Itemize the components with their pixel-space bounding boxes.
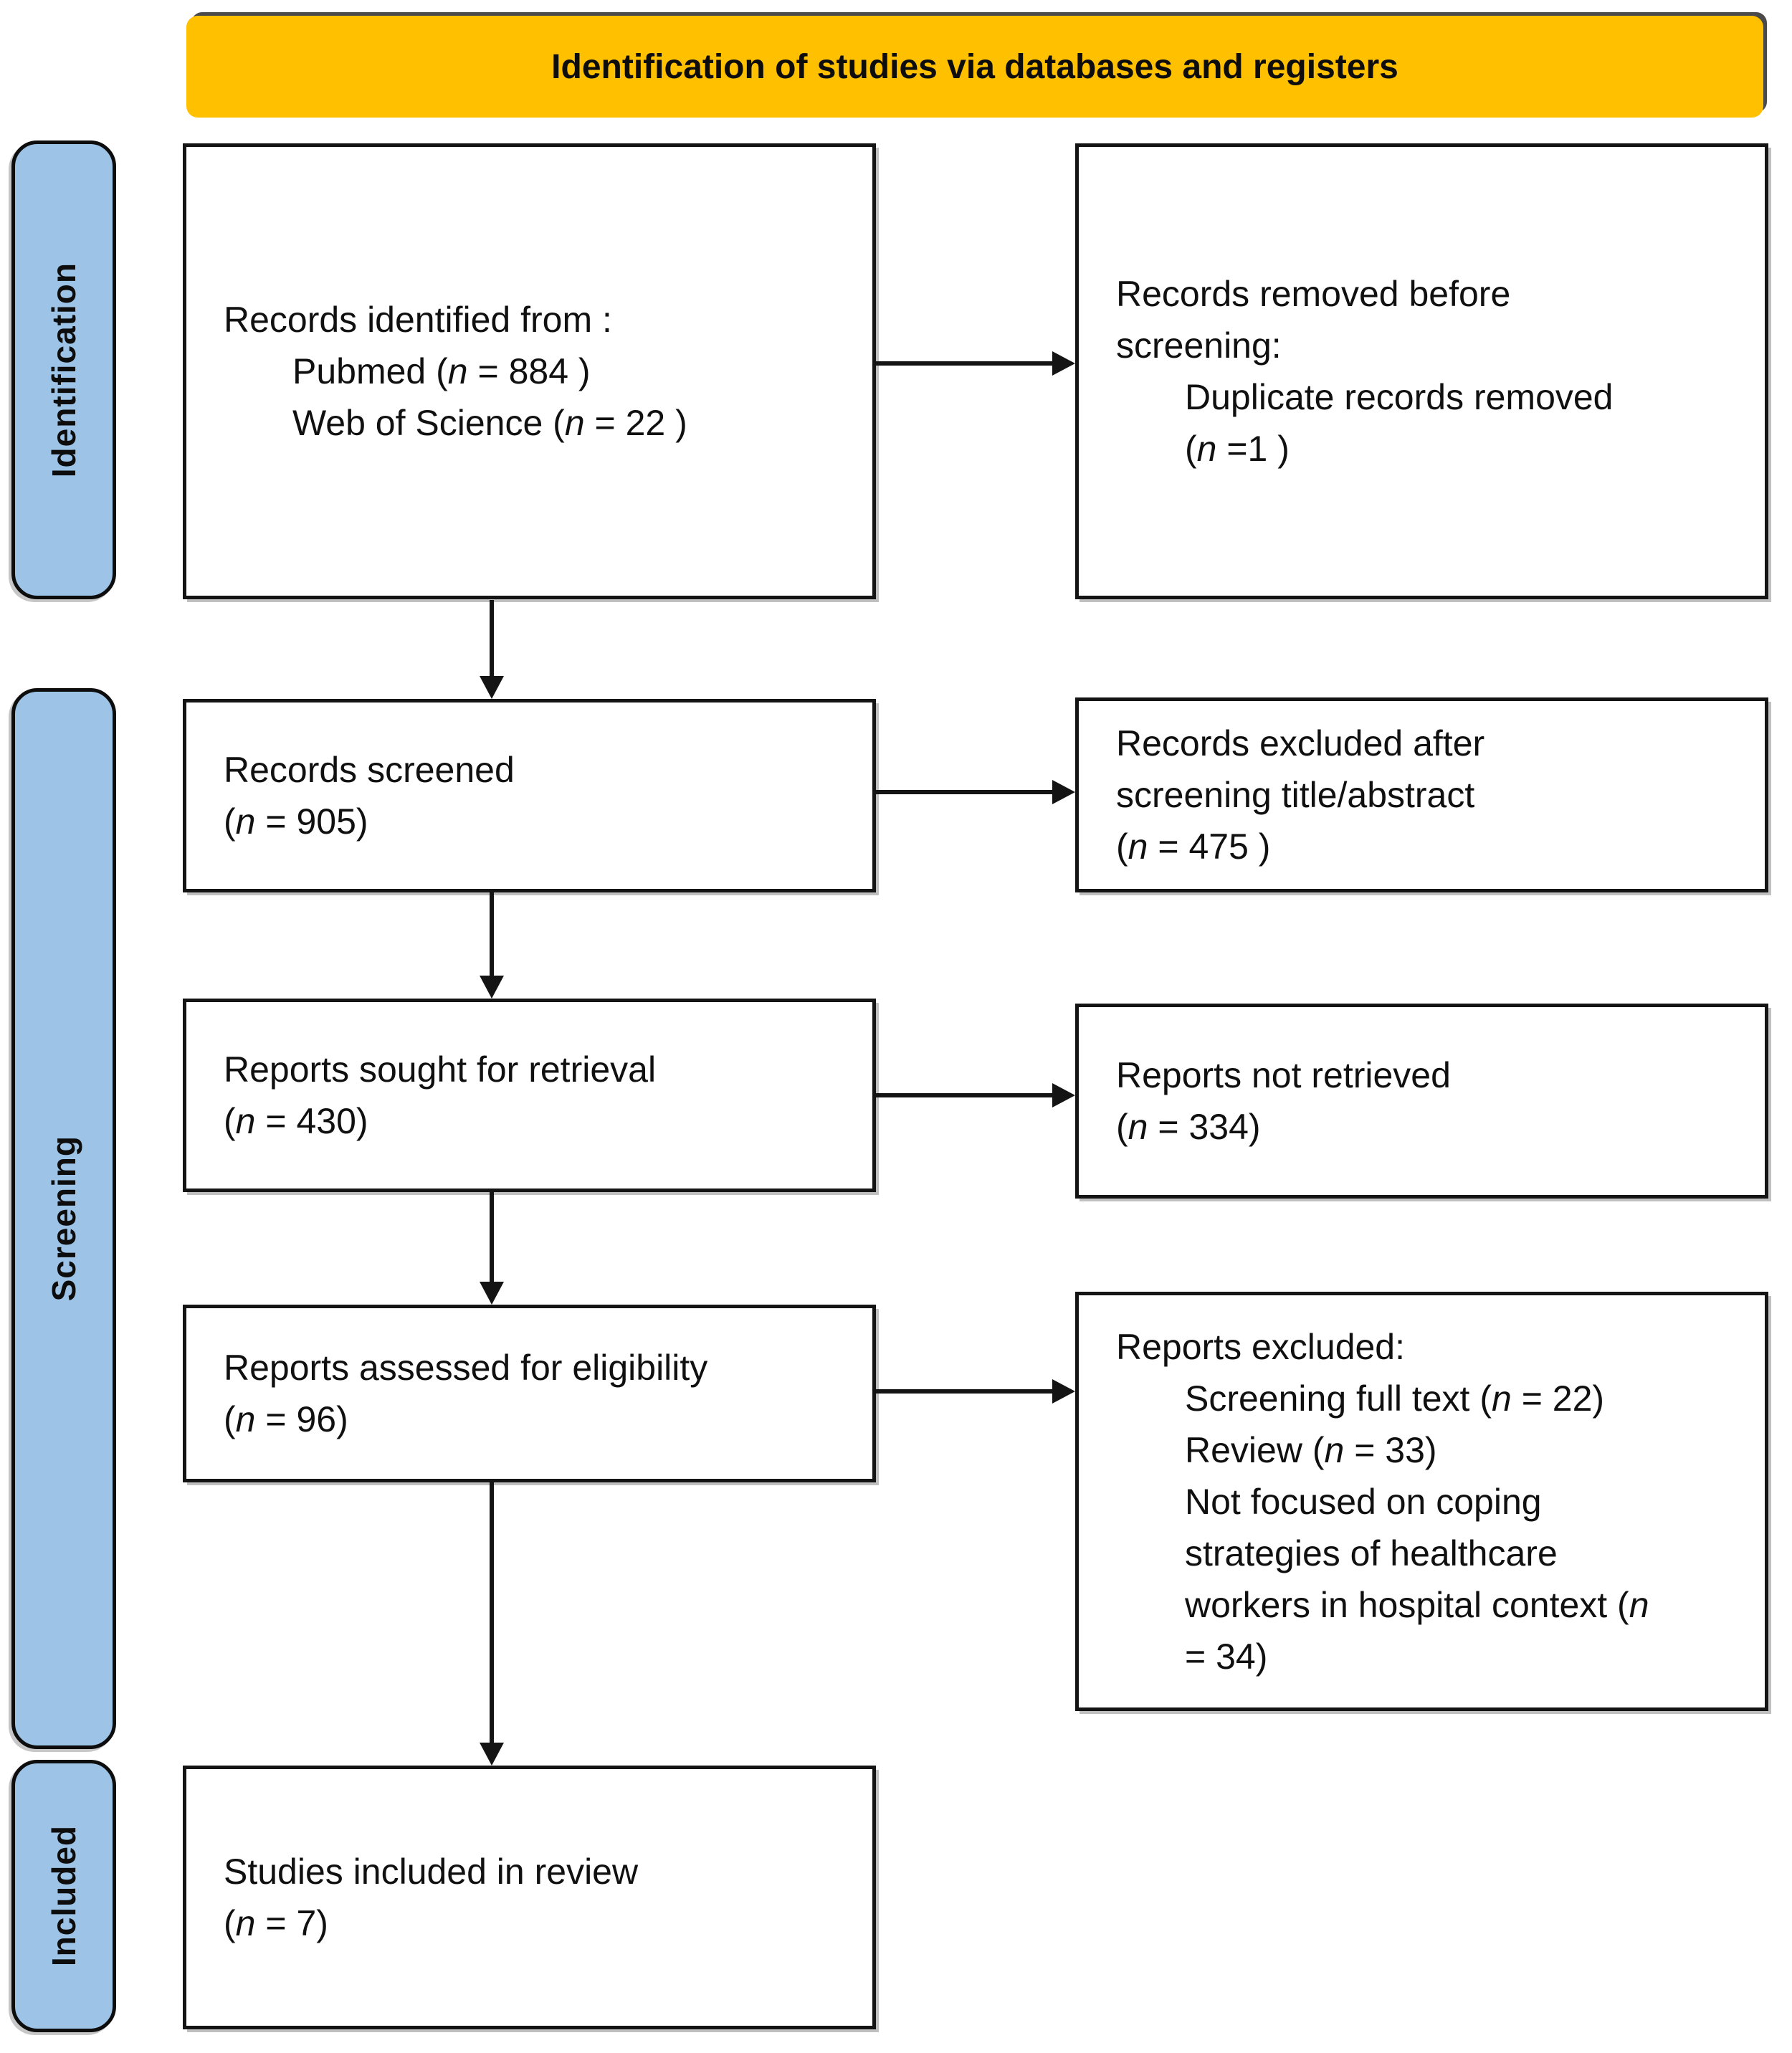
arrow-head-icon <box>480 676 504 699</box>
title-banner: Identification of studies via databases … <box>186 16 1763 118</box>
box-records-removed: Records removed before screening: Duplicat… <box>1075 143 1768 599</box>
stage-label-screening: Screening <box>11 688 116 1749</box>
box-line: screening title/abstract <box>1116 775 1475 815</box>
arrow-head-icon <box>1052 1083 1075 1108</box>
box-line: Records screened <box>224 750 515 790</box>
arrow-shaft <box>876 1389 1055 1394</box>
box-line: Studies included in review <box>224 1852 639 1892</box>
box-line: Pubmed (n = 884 ) <box>292 351 591 391</box>
box-line: (n = 96) <box>224 1399 348 1439</box>
arrow-head-icon <box>1052 351 1075 376</box>
box-line: Reports sought for retrieval <box>224 1049 657 1090</box>
box-line: (n = 905) <box>224 801 368 842</box>
box-line: (n =1 ) <box>1185 429 1290 469</box>
arrow-shaft <box>490 892 494 978</box>
arrow-shaft <box>490 600 494 679</box>
box-records-screened: Records screened (n = 905) <box>183 699 876 892</box>
arrow-head-icon <box>480 976 504 999</box>
box-line: = 34) <box>1185 1636 1268 1677</box>
box-line: (n = 430) <box>224 1101 368 1141</box>
box-records-excluded: Records excluded after screening title/ab… <box>1075 697 1768 892</box>
arrow-right-sought-to-not-retrieved <box>876 1082 1075 1108</box>
arrow-down-assessed-to-included <box>479 1482 505 1766</box>
box-line: workers in hospital context (n <box>1185 1584 1649 1625</box>
box-line: Review (n = 33) <box>1185 1429 1437 1470</box>
arrow-head-icon <box>1052 1379 1075 1404</box>
box-line: Web of Science (n = 22 ) <box>292 403 687 443</box>
arrow-shaft <box>876 790 1055 794</box>
arrow-shaft <box>876 361 1055 366</box>
arrow-head-icon <box>480 1282 504 1305</box>
box-records-identified: Records identified from : Pubmed (n = 884… <box>183 143 876 599</box>
arrow-right-identified-to-removed <box>876 351 1075 376</box>
box-reports-sought: Reports sought for retrieval (n = 430) <box>183 999 876 1192</box>
stage-label-text: Included <box>45 1825 82 1967</box>
box-reports-excluded: Reports excluded: Screening full text (n … <box>1075 1292 1768 1711</box>
box-studies-included: Studies included in review (n = 7) <box>183 1766 876 2029</box>
arrow-down-sought-to-assessed <box>479 1192 505 1305</box>
box-line: Reports excluded: <box>1116 1326 1406 1367</box>
box-line: (n = 7) <box>224 1903 328 1943</box>
box-line: (n = 334) <box>1116 1107 1261 1147</box>
arrow-down-identified-to-screened <box>479 600 505 699</box>
arrow-shaft <box>490 1192 494 1285</box>
arrow-down-screened-to-sought <box>479 892 505 999</box>
box-line: Records identified from : <box>224 300 612 340</box>
arrow-shaft <box>876 1093 1055 1097</box>
arrow-right-screened-to-excluded <box>876 779 1075 805</box>
box-reports-not-retrieved: Reports not retrieved (n = 334) <box>1075 1004 1768 1199</box>
arrow-head-icon <box>1052 780 1075 804</box>
stage-label-included: Included <box>11 1760 116 2032</box>
stage-label-identification: Identification <box>11 140 116 599</box>
box-line: Screening full text (n = 22) <box>1185 1378 1605 1419</box>
box-line: Records excluded after <box>1116 723 1485 763</box>
box-reports-assessed: Reports assessed for eligibility (n = 96) <box>183 1305 876 1482</box>
box-line: strategies of healthcare <box>1185 1533 1558 1573</box>
box-line: (n = 475 ) <box>1116 827 1271 867</box>
stage-label-text: Identification <box>45 262 82 478</box>
box-line: Reports assessed for eligibility <box>224 1348 708 1388</box>
stage-label-text: Screening <box>45 1135 82 1302</box>
box-line: Records removed before <box>1116 274 1511 314</box>
box-line: Not focused on coping <box>1185 1481 1542 1522</box>
diagram-title: Identification of studies via databases … <box>551 47 1398 86</box>
arrow-head-icon <box>480 1743 504 1766</box>
arrow-shaft <box>490 1482 494 1745</box>
box-line: Duplicate records removed <box>1185 377 1614 417</box>
box-line: screening: <box>1116 325 1282 366</box>
box-line: Reports not retrieved <box>1116 1055 1451 1095</box>
arrow-right-assessed-to-excluded <box>876 1378 1075 1404</box>
